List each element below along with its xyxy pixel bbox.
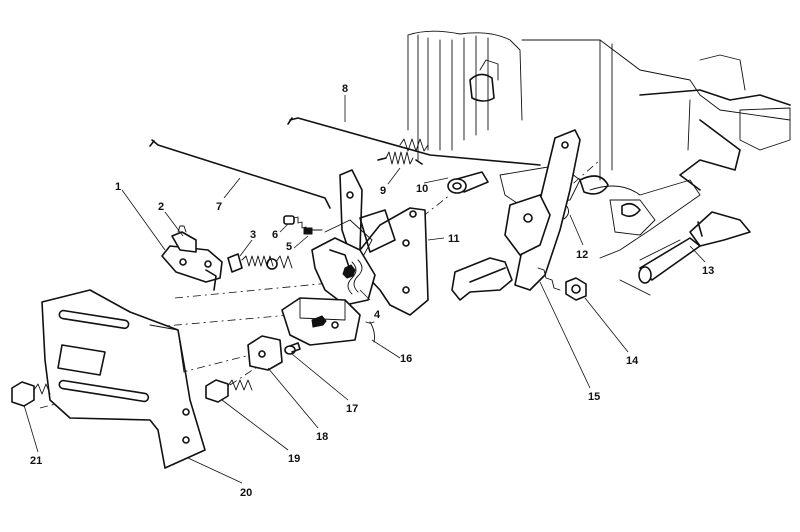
callout-12: 12 [576, 249, 588, 261]
part-21-bolt [11, 381, 51, 407]
part-13-handle [638, 211, 751, 284]
callout-16: 16 [400, 353, 412, 365]
part-20-shield [41, 289, 206, 469]
callout-21: 21 [30, 455, 42, 467]
part-8-rod [287, 117, 541, 166]
part-15-control-arm [451, 129, 581, 301]
callout-6: 6 [272, 229, 278, 241]
part-9-spring [377, 151, 423, 165]
callout-9: 9 [380, 185, 386, 197]
callout-15: 15 [588, 391, 600, 403]
callout-18: 18 [316, 431, 328, 443]
part-19-bolt [205, 379, 253, 403]
callout-labels: 1 2 3 4 5 6 7 8 9 10 11 12 13 14 15 16 1… [30, 83, 714, 499]
part-16-pin [365, 321, 375, 343]
callout-7: 7 [216, 201, 222, 213]
part-17-pin [284, 342, 301, 355]
callout-13: 13 [702, 265, 714, 277]
part-18-block [247, 335, 283, 371]
callout-11: 11 [448, 233, 460, 245]
callout-10: 10 [416, 183, 428, 195]
callout-19: 19 [288, 453, 300, 465]
part-4-arm [311, 237, 376, 306]
engine-block [407, 30, 791, 296]
callout-14: 14 [626, 355, 639, 367]
part-3-screw [227, 253, 274, 273]
callout-20: 20 [240, 487, 252, 499]
callout-5: 5 [286, 241, 292, 253]
part-7-rod [149, 139, 331, 209]
part-2-lever [161, 225, 223, 291]
leader-lines [23, 95, 706, 484]
part-6-screw [283, 215, 323, 235]
callout-2: 2 [158, 201, 164, 213]
callout-1: 1 [115, 181, 121, 193]
lower-bracket [281, 297, 361, 346]
callout-4: 4 [374, 309, 381, 321]
callout-17: 17 [346, 403, 358, 415]
part-14-nut [565, 277, 587, 301]
callout-3: 3 [250, 229, 256, 241]
part-10-bushing [447, 171, 489, 194]
callout-8: 8 [342, 83, 348, 95]
